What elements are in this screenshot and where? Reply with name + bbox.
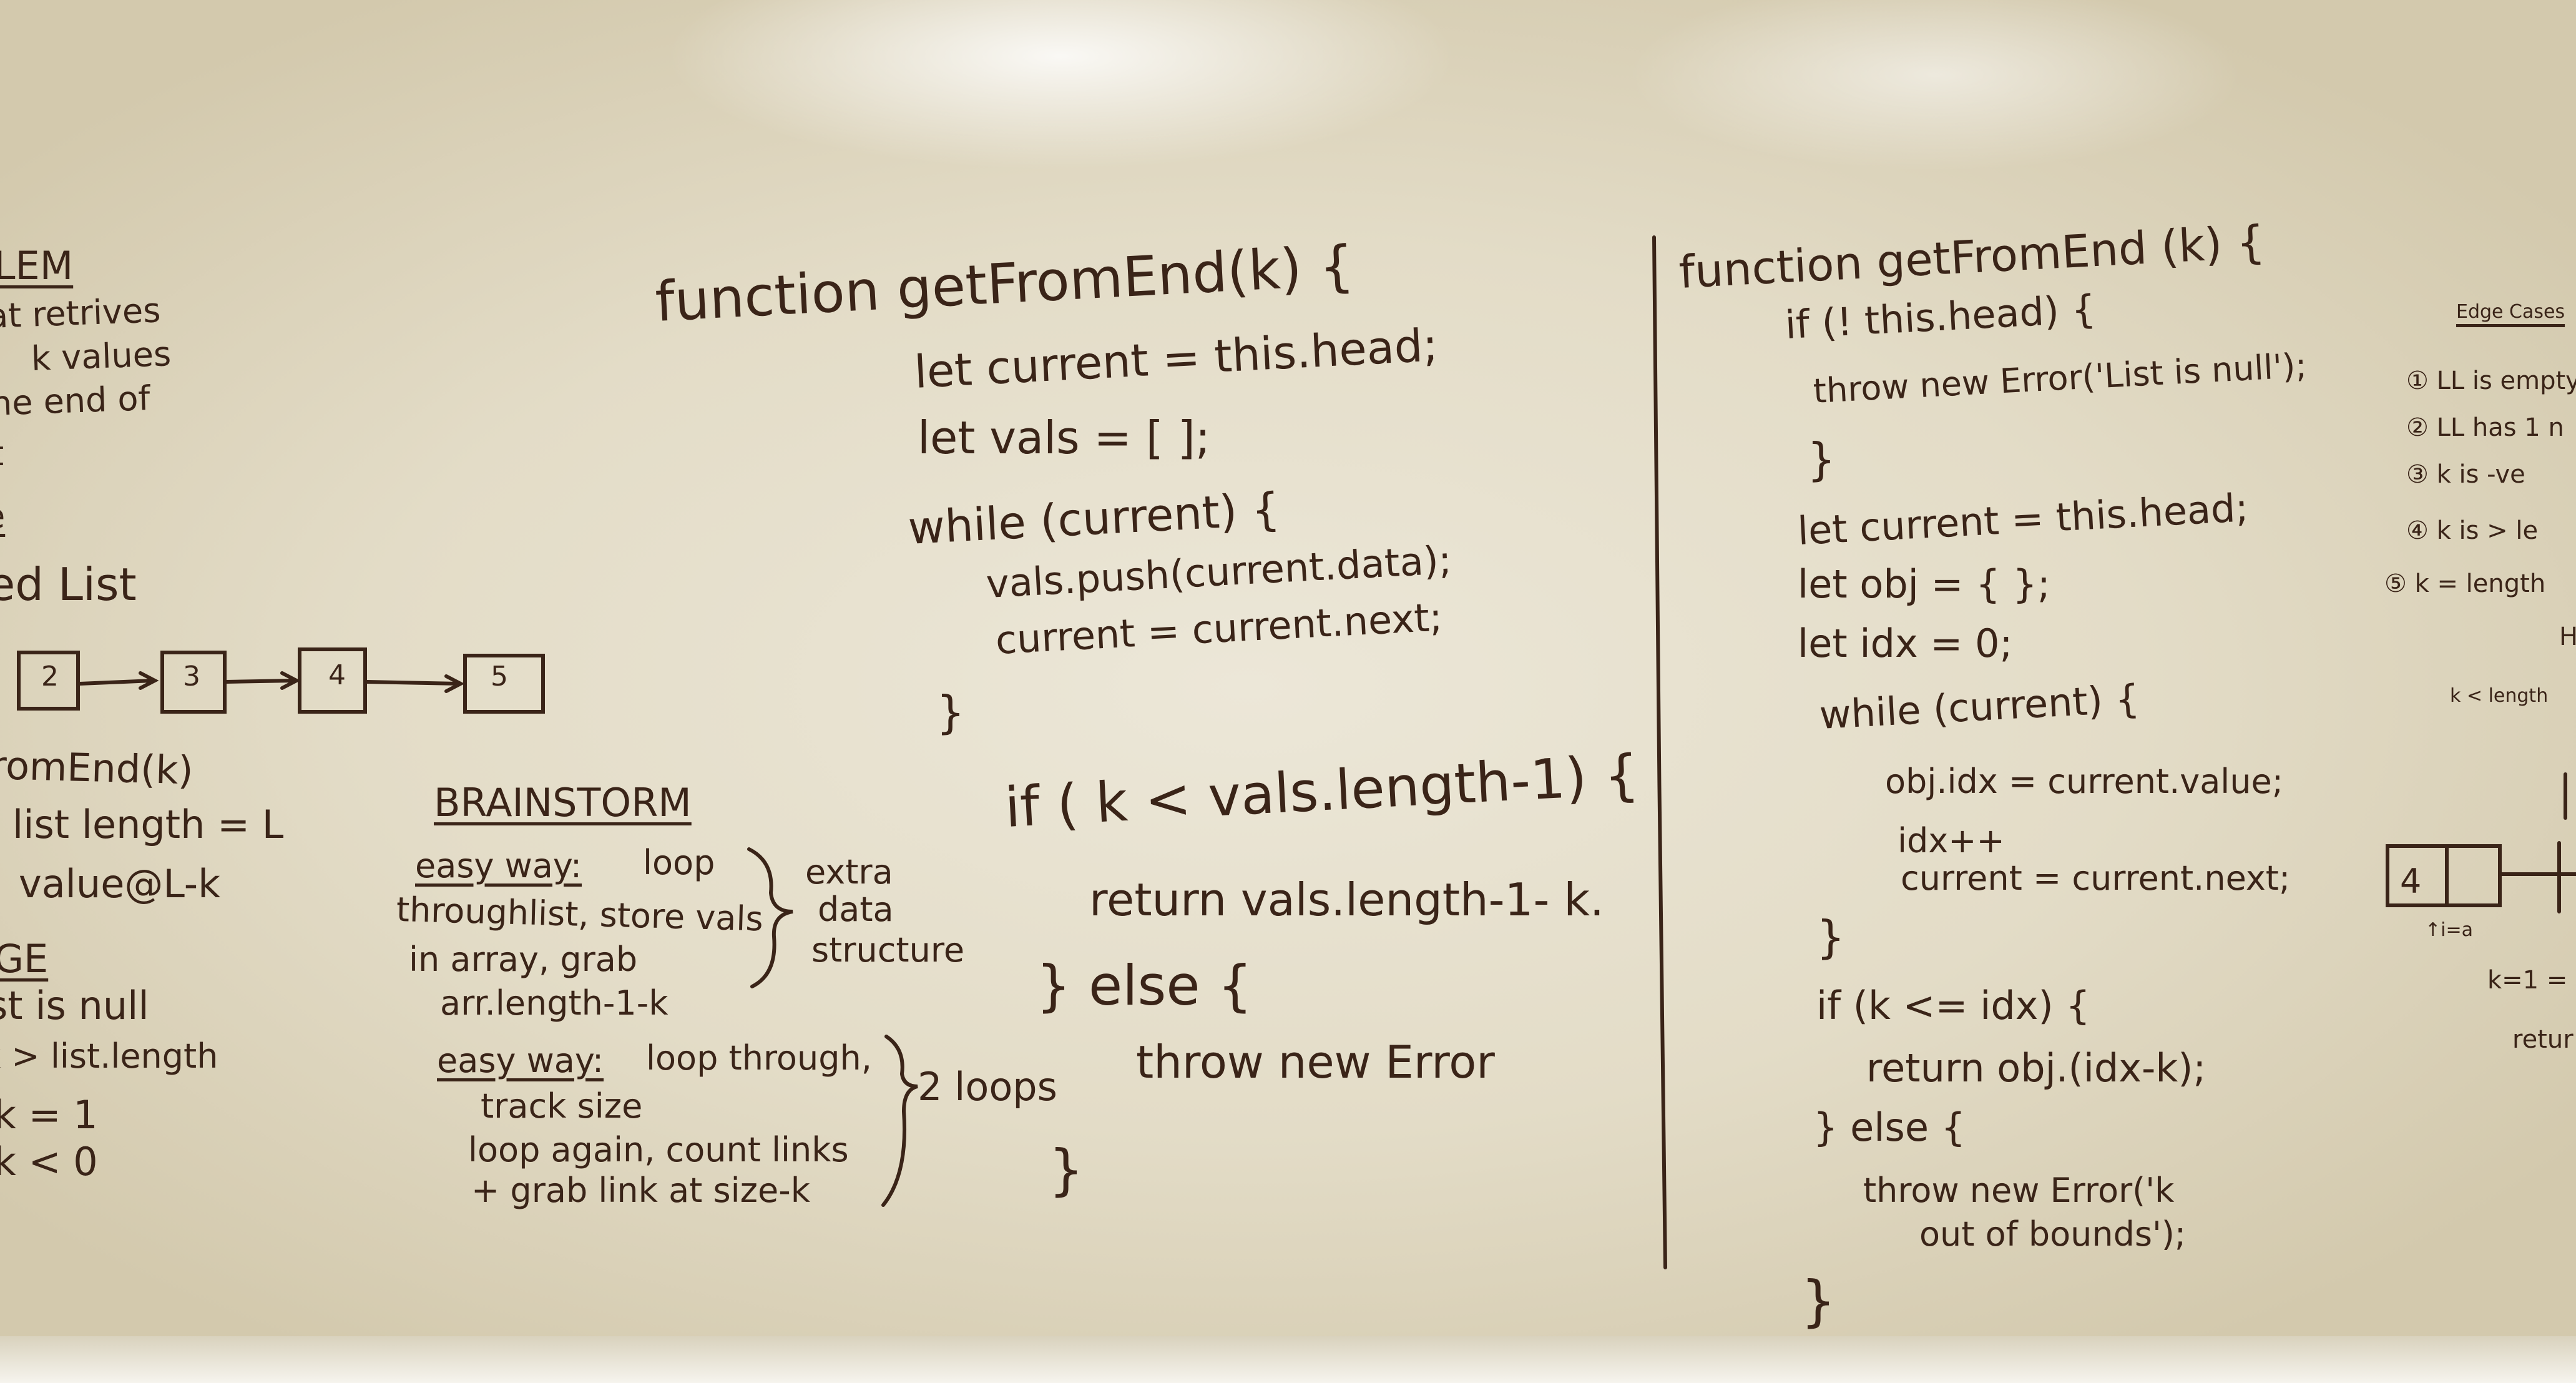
brainstorm-option2-line-4: + grab link at size-k [471,1171,810,1210]
brainstorm-option1-line-1: loop [643,843,715,882]
func-signature-left: romEnd(k) [0,742,194,794]
list-node-4: 4 [328,659,346,691]
code2-line-15: } else { [1813,1105,1966,1150]
problem-line-2: k values [30,334,172,378]
edge-line-3: k = 1 [0,1092,98,1138]
code2-line-6: let obj = { }; [1798,561,2050,607]
problem-heading: LEM [0,243,74,288]
right-trailing-h: H [2559,623,2576,651]
edge-line-1: st is null [0,983,149,1028]
brainstorm-title: BRAINSTORM [434,780,692,825]
problem-line-1: at retrives [0,290,162,336]
brainstorm-option1-label: easy way: [415,846,582,885]
func-line-2: value@L-k [19,861,221,907]
code2-line-12: } [1816,911,1845,963]
brainstorm-option1-note-2: data [818,890,894,929]
code2-line-4: } [1807,433,1836,486]
edge-line-2: k > list.length [0,1036,218,1076]
brainstorm-option1-line-3: in array, grab [409,940,638,979]
section-heading-2: e [0,500,5,533]
brainstorm-option1-note-3: structure [811,930,965,970]
edge-case-2: ② LL has 1 n [2406,413,2564,442]
brainstorm-option2-line-2: track size [481,1086,643,1126]
edge-line-4: k < 0 [0,1139,98,1184]
edge-case-3: ③ k is -ve [2406,460,2525,489]
problem-line-4: t [0,437,4,471]
brainstorm-option2-label: easy way: [437,1041,604,1080]
code2-line-16: throw new Error('k [1863,1171,2175,1210]
code2-line-13: if (k <= idx) { [1816,983,2090,1028]
brainstorm-option2-note: 2 loops [918,1064,1057,1110]
right-node-4: 4 [2400,862,2422,901]
brainstorm-option2-line-1: loop through, [646,1038,872,1078]
brainstorm-option1-line-4: arr.length-1-k [440,983,668,1023]
right-trailing-condition: k < length [2450,685,2549,707]
code2-line-10: idx++ [1898,821,2005,860]
code1-line-9: return vals.length-1- k. [1089,874,1604,926]
brainstorm-option1-line-2: throughlist, store vals [396,890,764,939]
edge-heading-left: GE [0,936,49,982]
code1-line-11: throw new Error [1136,1036,1495,1088]
brainstorm-option1-note-1: extra [805,852,893,892]
edge-case-5: ⑤ k = length [2384,569,2546,598]
code1-line-7: } [936,686,965,739]
list-node-2: 2 [41,661,59,692]
code2-line-7: let idx = 0; [1798,621,2013,666]
code1-line-10: } else { [1036,953,1253,1018]
brainstorm-option2-line-3: loop again, count links [468,1130,849,1169]
problem-line-3: he end of [0,378,151,423]
right-k-equals: k=1 = [2487,966,2568,995]
edge-cases-title: Edge Cases [2456,301,2565,323]
code1-line-3: let vals = [ ]; [918,411,1211,464]
linked-list-title: ed List [0,558,137,611]
code2-line-17: out of bounds'); [1919,1214,2187,1254]
code2-line-18: } [1801,1269,1836,1333]
func-line-1: list length = L [12,802,284,847]
code2-line-14: return obj.(idx-k); [1866,1045,2206,1091]
edge-case-4: ④ k is > le [2406,516,2539,545]
list-node-5: 5 [491,661,508,692]
whiteboard-bottom-edge [0,1336,2576,1383]
code2-line-11: current = current.next; [1901,859,2291,898]
right-return: retur [2512,1025,2574,1054]
code2-line-9: obj.idx = current.value; [1885,762,2283,801]
list-node-3: 3 [183,661,200,692]
code1-line-12: } [1049,1138,1084,1202]
right-pointer-label: ↑i=a [2425,919,2473,941]
edge-case-1: ① LL is empty [2406,367,2576,395]
